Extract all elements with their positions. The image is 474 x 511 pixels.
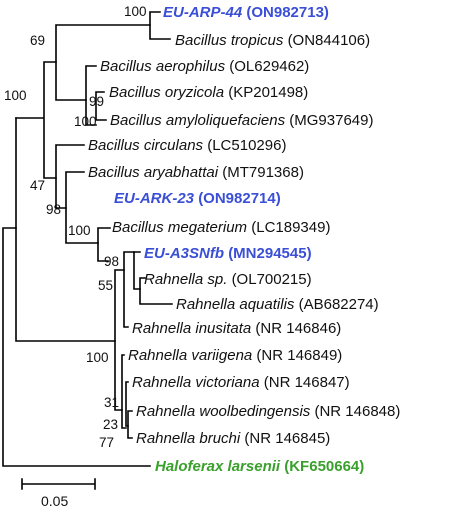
taxon-bacillus-amyloliquefaciens: Bacillus amyloliquefaciens (MG937649) bbox=[110, 112, 373, 129]
branch-tropicus bbox=[149, 11, 171, 40]
bootstrap-value: 98 bbox=[46, 202, 61, 217]
taxon-bacillus-oryzicola: Bacillus oryzicola (KP201498) bbox=[109, 84, 308, 101]
bootstrap-value: 98 bbox=[104, 254, 119, 269]
branch-55 bbox=[123, 251, 135, 328]
branch-ark23 bbox=[97, 227, 111, 262]
branch-woolbedingensis bbox=[127, 410, 133, 439]
branch-98 bbox=[65, 171, 99, 244]
taxa-labels: EU-ARP-44 (ON982713) Bacillus tropicus (… bbox=[88, 4, 400, 475]
bootstrap-value: 23 bbox=[103, 417, 118, 432]
scale-bar-label: 0.05 bbox=[41, 493, 68, 509]
branch-ingroup bbox=[15, 117, 116, 342]
branch-bacillus bbox=[15, 61, 57, 179]
branch-root bbox=[2, 227, 151, 467]
branch-aerophilus-group bbox=[85, 65, 97, 126]
taxon-eu-ark-23: EU-ARK-23 (ON982714) bbox=[114, 190, 281, 207]
bootstrap-value: 47 bbox=[30, 178, 45, 193]
taxon-eu-arp-44: EU-ARP-44 (ON982713) bbox=[163, 4, 329, 21]
taxon-rahnella-variigena: Rahnella variigena (NR 146849) bbox=[128, 347, 342, 364]
taxon-eu-a3snfb: EU-A3SNfb (MN294545) bbox=[144, 245, 312, 262]
tree-branches bbox=[2, 11, 173, 467]
branch-98-a3 bbox=[133, 251, 141, 290]
bootstrap-value: 55 bbox=[98, 278, 113, 293]
bootstrap-value: 100 bbox=[68, 223, 91, 238]
taxon-rahnella-victoriana: Rahnella victoriana (NR 146847) bbox=[132, 374, 350, 391]
bootstrap-value: 100 bbox=[4, 88, 27, 103]
bootstrap-value: 69 bbox=[30, 33, 45, 48]
branch-variigena-group bbox=[121, 354, 127, 429]
taxon-bacillus-circulans: Bacillus circulans (LC510296) bbox=[88, 137, 286, 154]
bootstrap-value: 100 bbox=[74, 114, 97, 129]
taxon-rahnella-inusitata: Rahnella inusitata (NR 146846) bbox=[132, 320, 341, 337]
branch-oryzicola bbox=[95, 91, 107, 121]
bootstrap-value: 100 bbox=[86, 350, 109, 365]
taxon-haloferax-larsenii: Haloferax larsenii (KF650664) bbox=[155, 458, 364, 475]
branch-47 bbox=[55, 144, 85, 209]
branch-aquatilis bbox=[139, 277, 173, 305]
bootstrap-value: 31 bbox=[104, 395, 119, 410]
taxon-rahnella-sp: Rahnella sp. (OL700215) bbox=[144, 271, 312, 288]
branch-69 bbox=[55, 24, 151, 101]
taxon-rahnella-bruchi: Rahnella bruchi (NR 146845) bbox=[136, 430, 330, 447]
bootstrap-values: 100 69 99 100 100 47 98 100 98 55 100 31… bbox=[4, 4, 147, 450]
scale-bar-line bbox=[21, 478, 96, 490]
taxon-rahnella-aquatilis: Rahnella aquatilis (AB682274) bbox=[176, 296, 379, 313]
taxon-rahnella-woolbedingensis: Rahnella woolbedingensis (NR 146848) bbox=[136, 403, 400, 420]
bootstrap-value: 99 bbox=[89, 94, 104, 109]
scale-bar: 0.05 bbox=[21, 478, 96, 509]
taxon-bacillus-tropicus: Bacillus tropicus (ON844106) bbox=[175, 32, 370, 49]
taxon-bacillus-megaterium: Bacillus megaterium (LC189349) bbox=[112, 219, 330, 236]
taxon-bacillus-aryabhattai: Bacillus aryabhattai (MT791368) bbox=[88, 164, 304, 181]
branch-rahnella bbox=[114, 269, 125, 411]
taxon-bacillus-aerophilus: Bacillus aerophilus (OL629462) bbox=[100, 58, 309, 75]
bootstrap-value: 100 bbox=[124, 4, 147, 19]
bootstrap-value: 77 bbox=[99, 435, 114, 450]
